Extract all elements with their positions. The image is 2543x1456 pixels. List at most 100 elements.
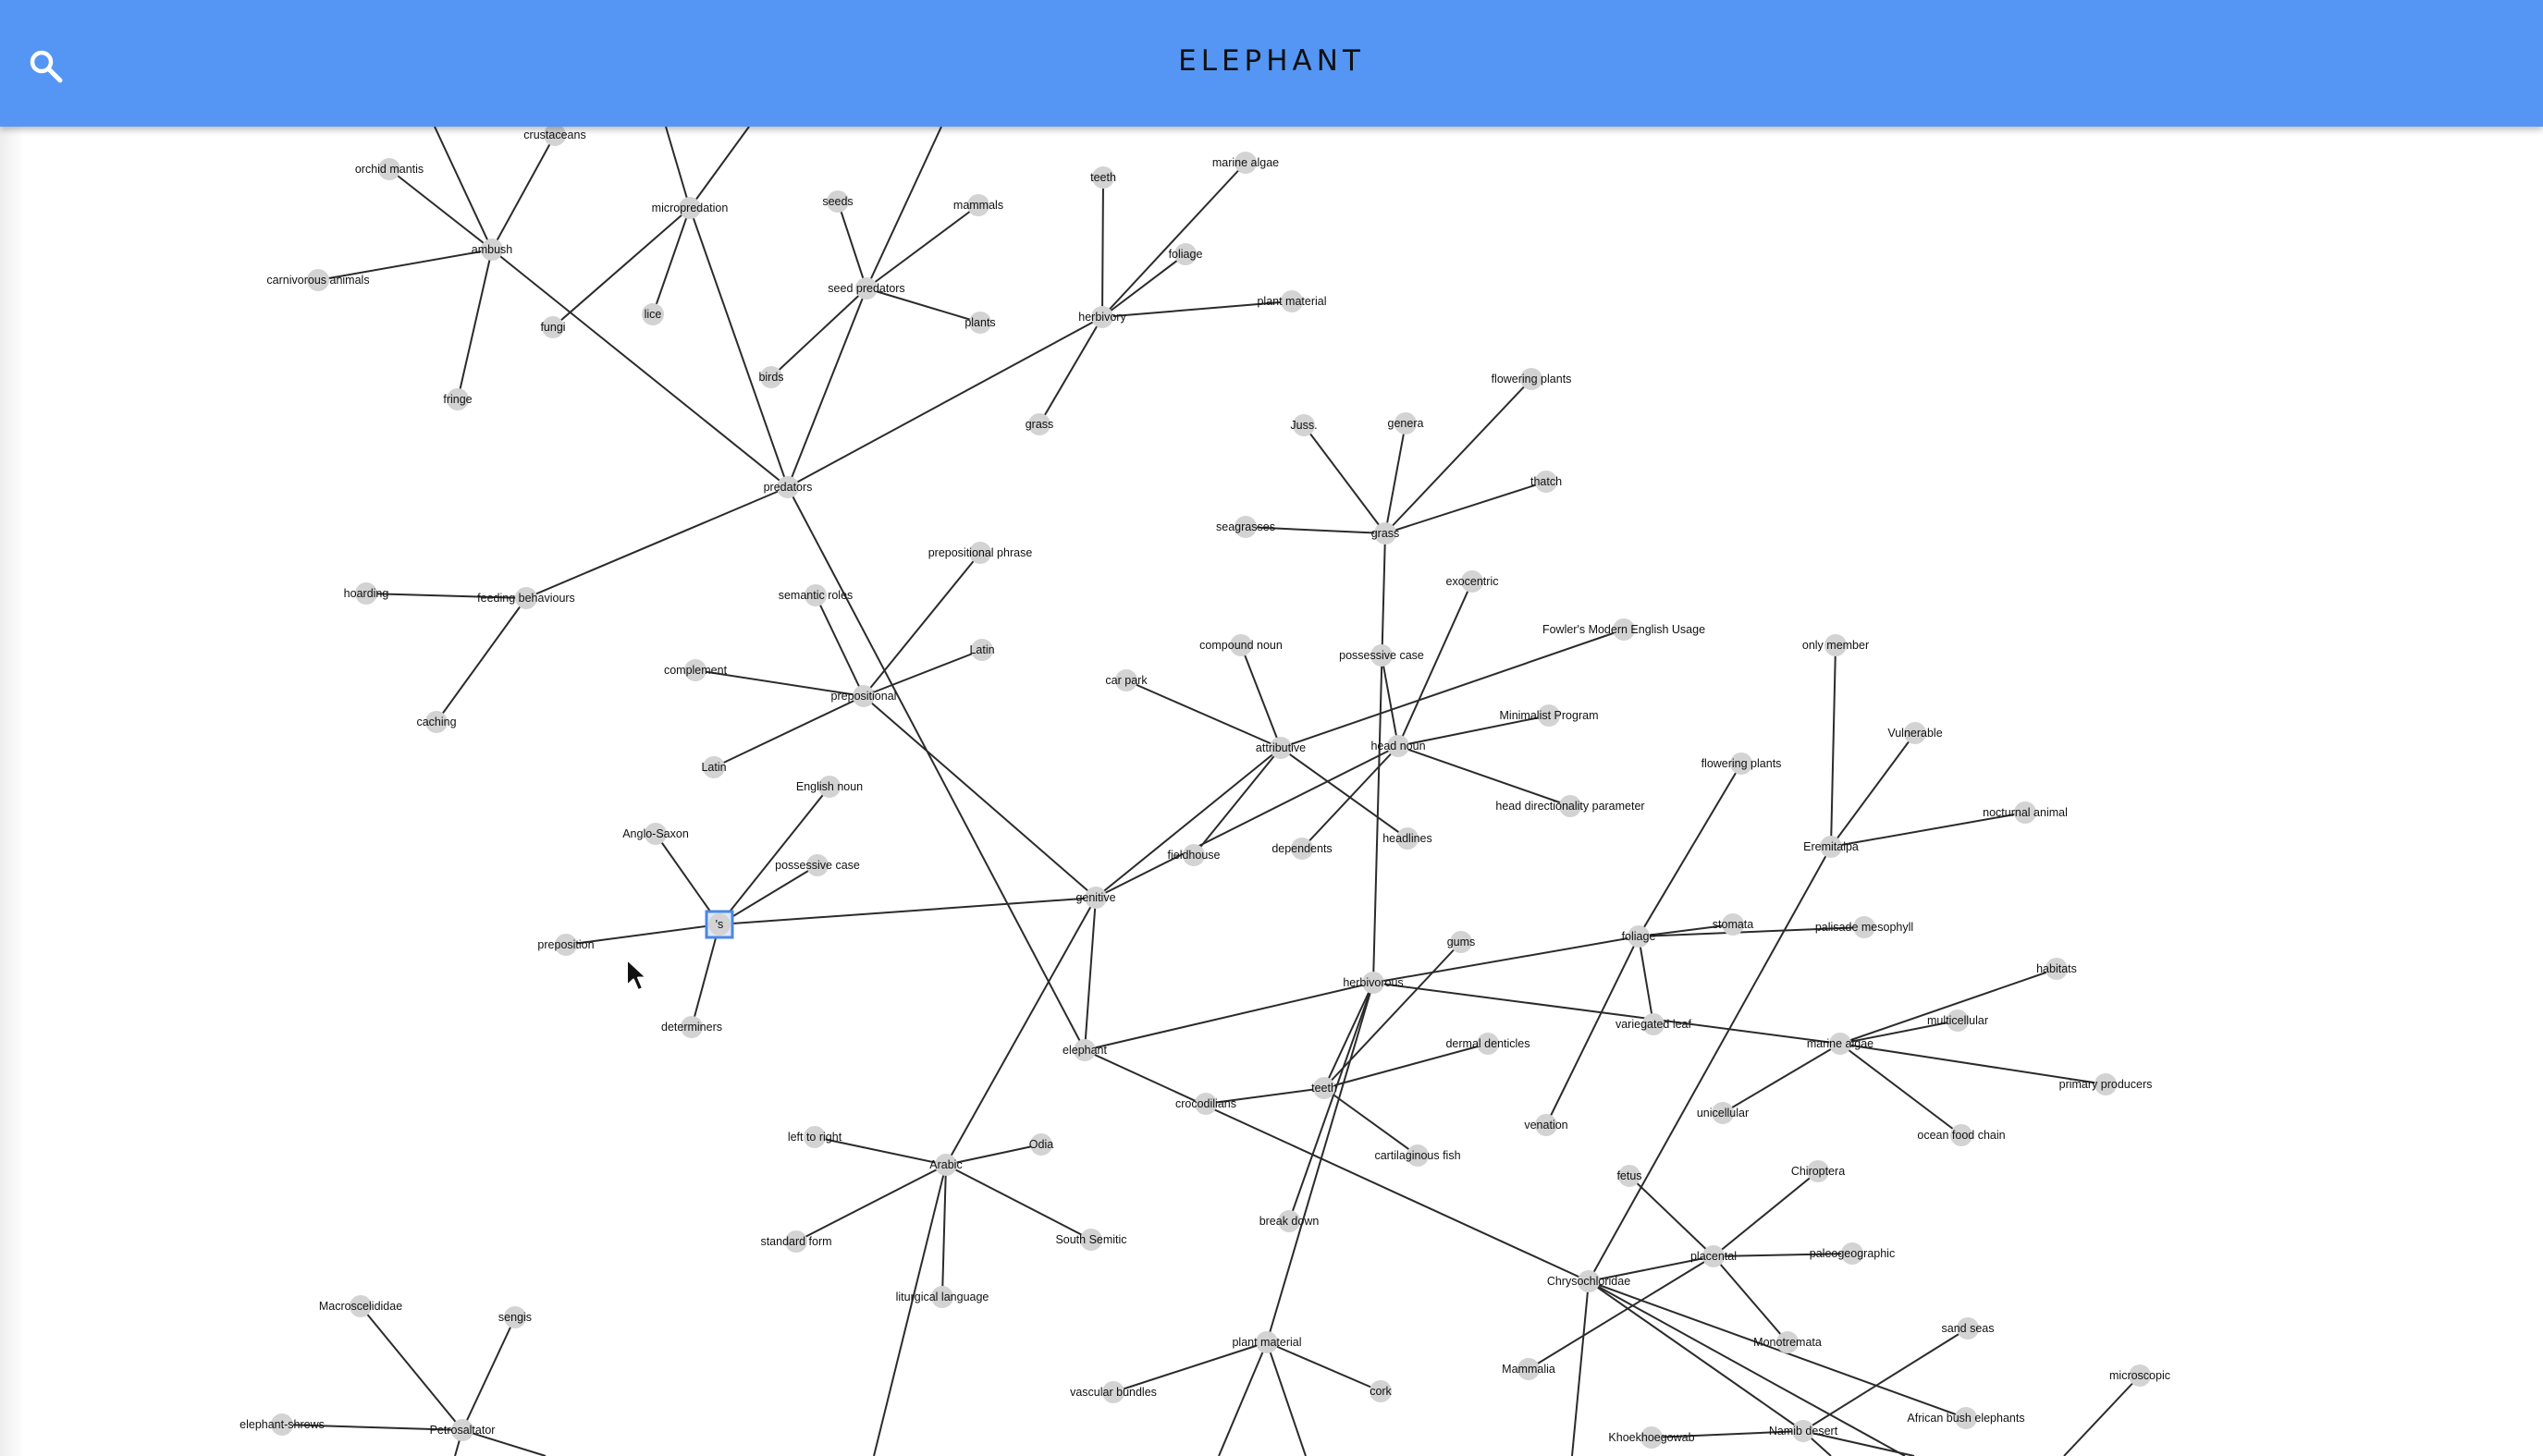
graph-node[interactable]: crocodilians — [1175, 1093, 1236, 1115]
graph-node[interactable]: habitats — [2036, 958, 2077, 980]
graph-node-dot[interactable] — [684, 659, 706, 681]
graph-node[interactable]: head noun — [1370, 735, 1426, 757]
graph-node[interactable]: compound noun — [1199, 634, 1283, 656]
graph-node[interactable]: elephant-shrews — [240, 1413, 325, 1436]
graph-node-dot[interactable] — [971, 639, 993, 661]
graph-node[interactable]: Monotremata — [1753, 1331, 1822, 1353]
graph-node[interactable]: plant material — [1232, 1331, 1302, 1353]
graph-node-dot[interactable] — [1722, 913, 1744, 936]
graph-node[interactable]: sand seas — [1942, 1317, 1995, 1340]
graph-node[interactable]: Minimalist Program — [1500, 704, 1599, 727]
graph-node-dot[interactable] — [853, 685, 875, 707]
graph-node-dot[interactable] — [1450, 931, 1472, 953]
graph-node[interactable]: South Semitic — [1055, 1229, 1127, 1251]
graph-node[interactable]: plant material — [1257, 290, 1327, 312]
graph-node[interactable]: birds — [758, 366, 784, 388]
graph-node[interactable]: seagrasses — [1216, 516, 1275, 538]
graph-node[interactable]: dermal denticles — [1445, 1033, 1530, 1055]
graph-node[interactable]: genitive — [1075, 887, 1116, 909]
graph-node[interactable]: dependents — [1272, 838, 1333, 860]
graph-node[interactable]: teeth — [1090, 166, 1116, 189]
graph-node[interactable]: African bush elephants — [1907, 1407, 2025, 1429]
graph-node-dot[interactable] — [350, 1295, 372, 1317]
graph-node[interactable]: ocean food chain — [1917, 1124, 2006, 1146]
graph-node-dot[interactable] — [271, 1413, 293, 1436]
graph-node[interactable]: crustaceans — [523, 127, 586, 146]
graph-node[interactable]: grass — [1371, 522, 1400, 544]
graph-node[interactable]: 's — [705, 910, 734, 939]
graph-node-dot[interactable] — [515, 587, 537, 609]
graph-node[interactable]: possessive case — [775, 854, 860, 876]
graph-node-dot[interactable] — [425, 711, 448, 733]
graph-node-dot[interactable] — [642, 303, 664, 325]
graph-node-dot[interactable] — [1235, 152, 1257, 174]
graph-node[interactable]: unicellular — [1697, 1102, 1749, 1124]
graph-node-dot[interactable] — [307, 269, 329, 291]
graph-node[interactable]: genera — [1388, 412, 1424, 434]
graph-node[interactable]: multicellular — [1927, 1009, 1988, 1032]
graph-node[interactable]: foliage — [1169, 243, 1203, 265]
search-button[interactable] — [28, 48, 65, 85]
graph-node[interactable]: palisade mesophyll — [1815, 916, 1913, 938]
graph-node-dot[interactable] — [1950, 1124, 1972, 1146]
graph-node[interactable]: English noun — [796, 776, 863, 798]
graph-node[interactable]: primary producers — [2059, 1073, 2153, 1095]
graph-node[interactable]: orchid mantis — [355, 158, 424, 180]
graph-node[interactable]: semantic roles — [779, 584, 854, 606]
graph-node[interactable]: exocentric — [1446, 570, 1499, 593]
graph-node-dot[interactable] — [1074, 1039, 1096, 1061]
graph-node-dot[interactable] — [1824, 634, 1847, 656]
graph-node-dot[interactable] — [481, 239, 503, 261]
graph-node[interactable]: plants — [964, 312, 996, 334]
graph-node[interactable]: Eremitalpa — [1803, 836, 1859, 858]
graph-node-dot[interactable] — [931, 1286, 953, 1308]
graph-node-dot[interactable] — [1628, 925, 1650, 948]
graph-node-dot[interactable] — [1517, 1358, 1540, 1380]
graph-node[interactable]: feeding behaviours — [477, 587, 575, 609]
graph-node-dot[interactable] — [1256, 1331, 1278, 1353]
graph-node-dot[interactable] — [1792, 1420, 1814, 1442]
graph-node-dot[interactable] — [1820, 836, 1842, 858]
graph-node-dot[interactable] — [1829, 1033, 1851, 1055]
graph-node-dot[interactable] — [1396, 827, 1419, 850]
graph-node[interactable]: fieldhouse — [1168, 844, 1221, 866]
graph-node-dot[interactable] — [1955, 1407, 1977, 1429]
graph-node-dot[interactable] — [504, 1306, 526, 1328]
graph-node[interactable]: Arabic — [929, 1154, 963, 1176]
graph-node[interactable]: herbivory — [1078, 306, 1126, 328]
graph-node[interactable]: only member — [1802, 634, 1869, 656]
graph-node[interactable]: Odia — [1029, 1133, 1053, 1156]
graph-node[interactable]: predators — [764, 476, 813, 498]
graph-node-dot[interactable] — [1520, 368, 1542, 390]
graph-node[interactable]: Latin — [701, 756, 727, 778]
graph-node-dot[interactable] — [1730, 752, 1752, 775]
graph-node[interactable]: attributive — [1256, 737, 1306, 759]
graph-node-dot[interactable] — [1370, 1380, 1392, 1402]
graph-node-dot[interactable] — [1807, 1160, 1829, 1182]
graph-node-dot[interactable] — [1387, 735, 1409, 757]
graph-node-dot[interactable] — [804, 1126, 826, 1148]
graph-node[interactable]: marine algae — [1212, 152, 1279, 174]
graph-node[interactable]: car park — [1105, 669, 1148, 691]
graph-node-dot[interactable] — [969, 312, 991, 334]
graph-node-dot[interactable] — [1092, 166, 1114, 189]
graph-node-dot[interactable] — [1712, 1102, 1734, 1124]
graph-node[interactable]: possessive case — [1339, 644, 1424, 667]
graph-node-dot[interactable] — [378, 158, 400, 180]
graph-node-dot[interactable] — [1028, 413, 1050, 435]
graph-node-dot[interactable] — [1640, 1426, 1663, 1449]
graph-node-dot[interactable] — [1270, 737, 1292, 759]
graph-node[interactable]: caching — [416, 711, 457, 733]
graph-node-dot[interactable] — [969, 542, 991, 564]
graph-node[interactable]: fetus — [1616, 1165, 1642, 1187]
graph-node-dot[interactable] — [1535, 471, 1557, 493]
graph-node[interactable]: seeds — [822, 190, 854, 213]
graph-node-dot[interactable] — [1085, 887, 1107, 909]
graph-node[interactable]: Anglo-Saxon — [622, 823, 689, 845]
graph-node[interactable]: fungi — [540, 316, 566, 338]
graph-node-dot[interactable] — [1293, 414, 1315, 436]
graph-node[interactable]: flowering plants — [1701, 752, 1782, 775]
graph-node-dot[interactable] — [1642, 1013, 1665, 1035]
graph-node-dot[interactable] — [708, 913, 731, 936]
